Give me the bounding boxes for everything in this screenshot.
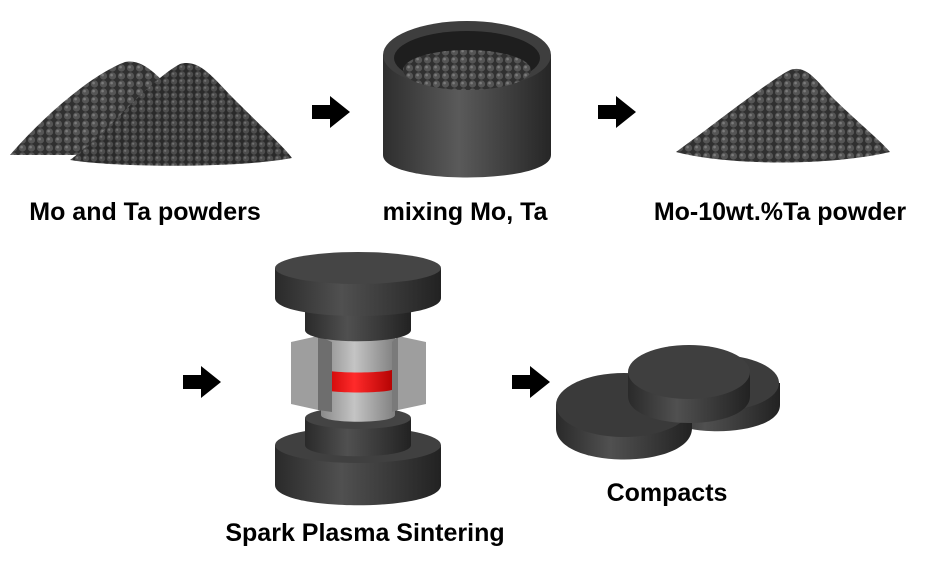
sps-press-icon (275, 252, 441, 506)
right-arrow-icon (183, 366, 221, 398)
mo-ta-powder-piles-icon (10, 61, 292, 166)
powder-pile-icon (676, 68, 890, 163)
step-label-powders: Mo and Ta powders (29, 198, 261, 226)
step-label-mixing: mixing Mo, Ta (382, 198, 548, 226)
step-label-mixed-powder: Mo-10wt.%Ta powder (653, 198, 907, 226)
crucible-icon (383, 21, 551, 178)
right-arrow-icon (312, 96, 350, 128)
step-label-sps: Spark Plasma Sintering (225, 519, 505, 547)
right-arrow-icon (512, 366, 550, 398)
step-label-compacts: Compacts (606, 479, 728, 507)
compact-disc-icon (556, 345, 780, 460)
right-arrow-icon (598, 96, 636, 128)
